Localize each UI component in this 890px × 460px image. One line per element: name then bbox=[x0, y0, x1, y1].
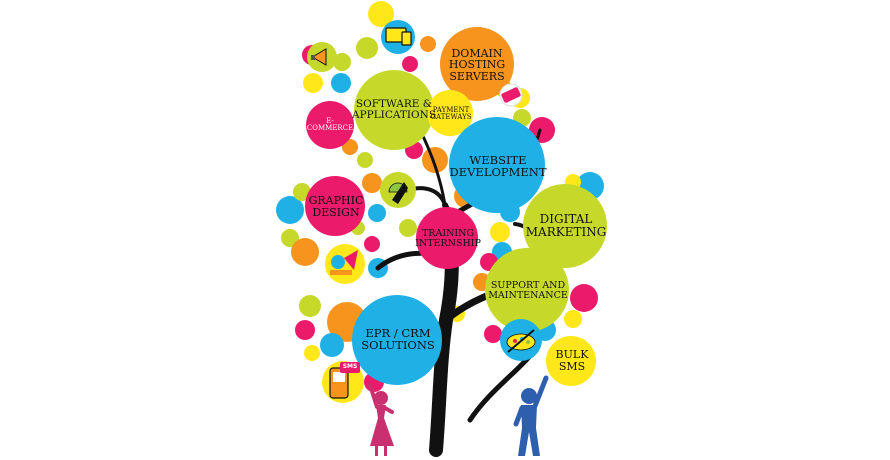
label-payment: PAYMENT GATEWAYS bbox=[430, 105, 472, 121]
bubble bbox=[331, 73, 351, 93]
bubble bbox=[342, 139, 358, 155]
bubble bbox=[291, 238, 319, 266]
bubble bbox=[420, 36, 436, 52]
bubble bbox=[295, 320, 315, 340]
label-training: TRAINING INTERNSHIP bbox=[415, 228, 481, 249]
devices-icon bbox=[381, 20, 415, 54]
bubble bbox=[402, 56, 418, 72]
label-domain: DOMAIN HOSTING SERVERS bbox=[448, 46, 506, 83]
sms-phone-icon bbox=[322, 361, 364, 403]
sms-badge-text: SMS bbox=[342, 363, 358, 371]
bubble bbox=[281, 229, 299, 247]
bubble bbox=[362, 173, 382, 193]
bubble bbox=[304, 345, 320, 361]
label-digital: DIGITAL MARKETING bbox=[525, 212, 607, 239]
bubble bbox=[356, 37, 378, 59]
topic-circle-payment bbox=[427, 90, 473, 136]
bubble bbox=[399, 219, 417, 237]
android-icon bbox=[380, 172, 416, 208]
bubble bbox=[422, 147, 448, 173]
topic-circle-domain bbox=[440, 27, 514, 101]
topic-circle-erp bbox=[352, 295, 442, 385]
label-website: WEBSITE DEVELOPMENT bbox=[449, 152, 547, 179]
topic-circle-ecommerce bbox=[306, 101, 354, 149]
topic-circle-software bbox=[354, 70, 434, 150]
topic-circle-graphic bbox=[305, 176, 365, 236]
topic-circle-support bbox=[485, 248, 569, 332]
topic-circle-bulk bbox=[546, 336, 596, 386]
palette-icon bbox=[500, 319, 542, 361]
bubble bbox=[276, 196, 304, 224]
topic-circle-digital bbox=[523, 184, 607, 268]
bubble bbox=[364, 236, 380, 252]
label-erp: EPR / CRM SOLUTIONS bbox=[361, 325, 435, 352]
bubble bbox=[293, 183, 311, 201]
topic-circle-training bbox=[416, 207, 478, 269]
label-software: SOFTWARE & APPLICATIONS bbox=[352, 97, 437, 121]
label-bulk: BULK SMS bbox=[555, 348, 589, 373]
bubble bbox=[368, 204, 386, 222]
design-tools-icon bbox=[325, 244, 365, 284]
bubble bbox=[320, 333, 344, 357]
bubble bbox=[357, 152, 373, 168]
bubble bbox=[484, 325, 502, 343]
bubble bbox=[299, 295, 321, 317]
topic-circle-website bbox=[449, 117, 545, 213]
label-support: SUPPORT AND MAINTENANCE bbox=[488, 280, 568, 301]
bubble bbox=[303, 73, 323, 93]
megaphone-icon bbox=[307, 42, 337, 72]
bubble bbox=[564, 310, 582, 328]
label-ecommerce: E-COMMERCE bbox=[306, 116, 354, 132]
label-graphic: GRAPHIC DESIGN bbox=[308, 194, 364, 219]
bubble bbox=[570, 284, 598, 312]
bubble bbox=[490, 222, 510, 242]
bubble bbox=[368, 1, 394, 27]
woman-figure bbox=[368, 383, 394, 456]
browser-badge-icon bbox=[499, 83, 523, 107]
man-figure bbox=[513, 375, 549, 456]
bubble bbox=[333, 53, 351, 71]
